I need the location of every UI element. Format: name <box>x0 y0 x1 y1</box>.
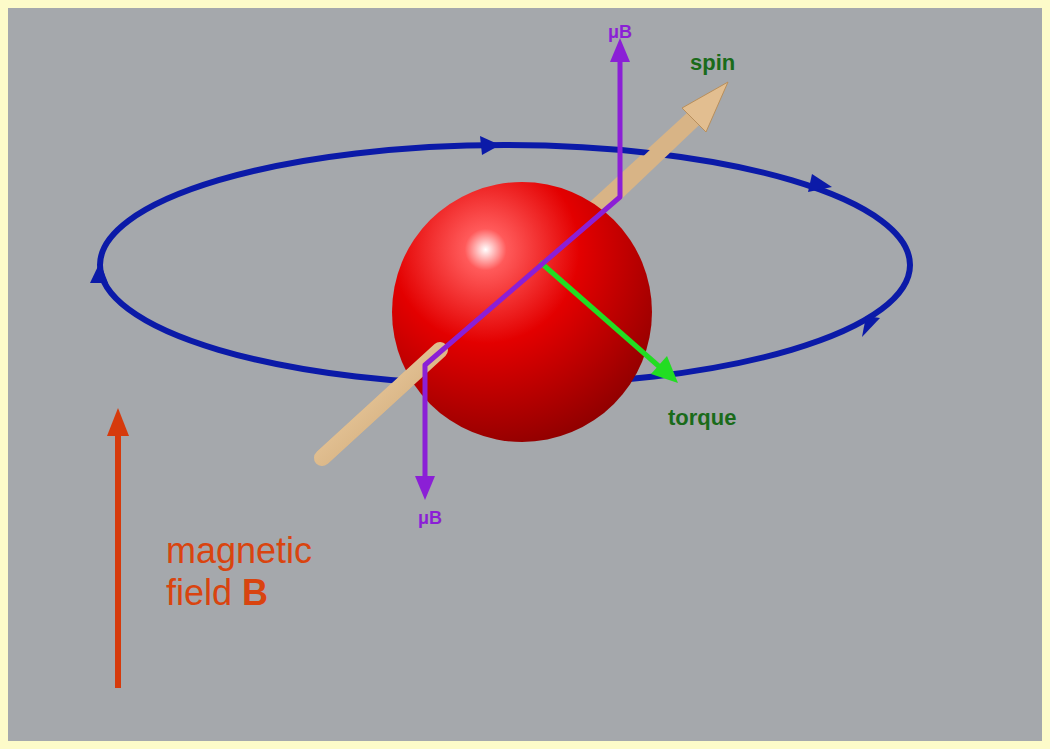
background-panel <box>8 8 1042 741</box>
torque-arrowhead <box>651 356 678 383</box>
spin-rod-front <box>322 350 440 458</box>
force-label: μB <box>608 22 632 43</box>
torque-arrow <box>540 262 662 369</box>
field-label: magnetic field <box>166 530 312 613</box>
spin-rod-top <box>612 118 695 197</box>
particle-sphere <box>392 182 652 442</box>
spin-label: spin <box>690 50 735 76</box>
field-arrow <box>115 432 121 688</box>
spin-rod <box>322 112 700 458</box>
field-arrowhead <box>107 408 129 436</box>
force-couple-line <box>425 58 620 480</box>
spin-arrowhead <box>682 82 728 132</box>
torque-label: torque <box>668 405 736 431</box>
force-label: μB <box>418 508 442 529</box>
field-caption: magnetic field B <box>166 530 316 614</box>
force-arrowhead-down <box>415 476 435 500</box>
field-symbol: B <box>242 572 268 613</box>
